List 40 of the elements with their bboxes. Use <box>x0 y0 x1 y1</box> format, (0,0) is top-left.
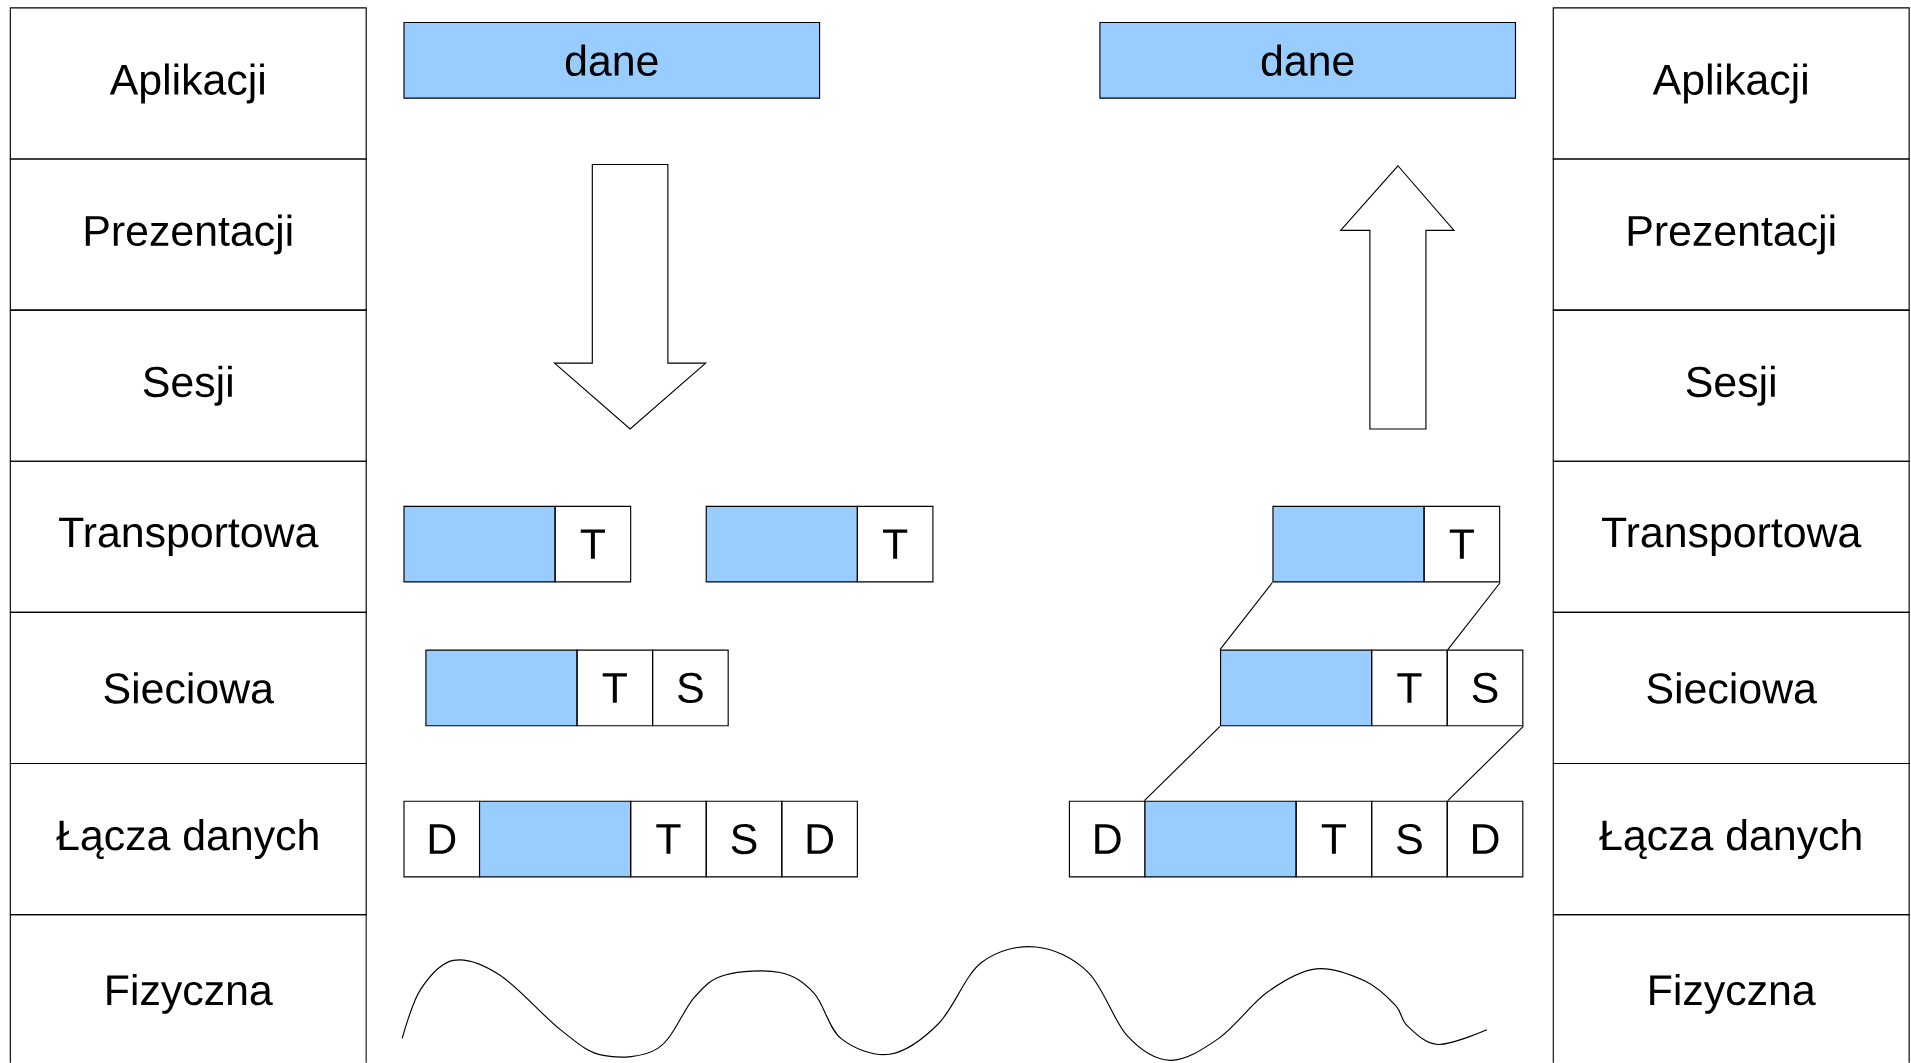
header-cell: T <box>554 505 632 583</box>
payload-box <box>705 505 858 583</box>
header-cell: T <box>1371 649 1448 727</box>
layer-box: Aplikacji <box>9 7 367 160</box>
connector-line <box>1143 725 1221 802</box>
layer-box: Sesji <box>9 309 367 462</box>
payload-box <box>425 649 578 727</box>
header-cell: T <box>1295 800 1373 878</box>
connector-line <box>1447 725 1524 802</box>
data-box: dane <box>403 22 821 99</box>
layer-box: Łącza danych <box>9 763 367 916</box>
header-cell: T <box>1423 505 1501 583</box>
layer-box: Sieciowa <box>1552 611 1910 765</box>
header-cell: T <box>856 505 934 583</box>
connector-line <box>1219 582 1273 651</box>
layer-box: Prezentacji <box>1552 158 1910 311</box>
connector-line <box>1447 582 1501 651</box>
layer-box: Sesji <box>1552 309 1910 462</box>
payload-box <box>479 800 632 878</box>
layer-box: Transportowa <box>1552 460 1910 614</box>
layer-box: Aplikacji <box>1552 7 1910 160</box>
layer-box: Sieciowa <box>9 611 367 765</box>
payload-box <box>403 505 556 583</box>
layer-box: Fizyczna <box>1552 914 1910 1063</box>
header-cell: T <box>630 800 707 878</box>
header-cell: S <box>1371 800 1448 878</box>
layer-box: Transportowa <box>9 460 367 614</box>
header-cell: D <box>781 800 858 878</box>
header-cell: D <box>1446 800 1524 878</box>
data-box: dane <box>1099 22 1517 99</box>
layer-box: Łącza danych <box>1552 763 1910 916</box>
payload-box <box>1220 649 1373 727</box>
header-cell: S <box>705 800 783 878</box>
header-cell: T <box>576 649 654 727</box>
header-cell: S <box>1446 649 1524 727</box>
header-cell: S <box>652 649 729 727</box>
layer-box: Prezentacji <box>9 158 367 311</box>
layer-box: Fizyczna <box>9 914 367 1063</box>
payload-box <box>1272 505 1425 583</box>
payload-box <box>1144 800 1297 878</box>
